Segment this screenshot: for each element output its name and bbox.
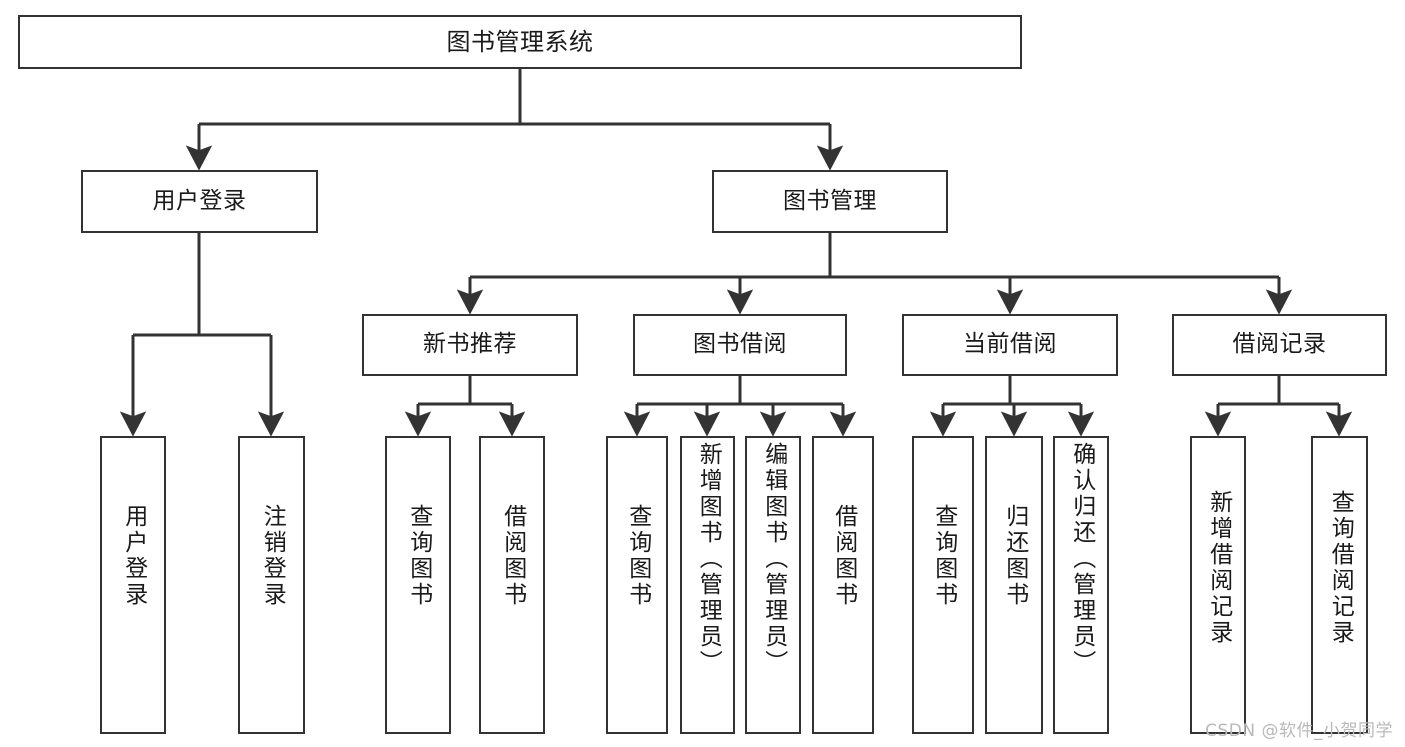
node-new-book-rec[interactable]: 新书推荐 — [362, 314, 578, 376]
node-root-label: 图书管理系统 — [446, 27, 594, 56]
node-leaf-rec-query-book-label: 查询图书 — [405, 504, 432, 608]
node-leaf-cb-return-book-label: 归还图书 — [1001, 504, 1028, 608]
node-new-book-rec-label: 新书推荐 — [423, 331, 517, 358]
node-leaf-rec-borrow-book-label: 借阅图书 — [499, 504, 526, 608]
node-leaf-br-query-record-label: 查询借阅记录 — [1327, 490, 1354, 646]
node-leaf-bb-edit-book[interactable]: 编辑图书（管理员） — [745, 436, 801, 734]
node-leaf-user-login-label: 用户登录 — [120, 504, 147, 608]
node-leaf-user-logout[interactable]: 注销登录 — [238, 436, 305, 734]
node-leaf-bb-query-book-label: 查询图书 — [624, 504, 651, 608]
node-leaf-br-query-record[interactable]: 查询借阅记录 — [1311, 436, 1368, 734]
node-leaf-br-add-record-label: 新增借阅记录 — [1205, 490, 1232, 646]
node-leaf-user-logout-label: 注销登录 — [259, 504, 286, 608]
node-current-borrow[interactable]: 当前借阅 — [902, 314, 1118, 376]
node-user-login-label: 用户登录 — [152, 187, 247, 214]
node-borrow-record[interactable]: 借阅记录 — [1172, 314, 1387, 376]
node-leaf-bb-add-book-label: 新增图书（管理员） — [695, 442, 722, 676]
node-leaf-bb-edit-book-label: 编辑图书（管理员） — [760, 442, 787, 676]
node-leaf-br-add-record[interactable]: 新增借阅记录 — [1190, 436, 1246, 734]
node-leaf-rec-query-book[interactable]: 查询图书 — [385, 436, 451, 734]
node-leaf-cb-confirm-return[interactable]: 确认归还（管理员） — [1053, 436, 1109, 734]
node-leaf-cb-return-book[interactable]: 归还图书 — [985, 436, 1043, 734]
node-leaf-rec-borrow-book[interactable]: 借阅图书 — [479, 436, 545, 734]
node-current-borrow-label: 当前借阅 — [963, 331, 1057, 358]
node-leaf-bb-add-book[interactable]: 新增图书（管理员） — [680, 436, 735, 734]
node-book-manage[interactable]: 图书管理 — [712, 170, 948, 233]
node-leaf-cb-query-book[interactable]: 查询图书 — [912, 436, 974, 734]
node-user-login[interactable]: 用户登录 — [81, 170, 318, 233]
node-leaf-bb-borrow-book[interactable]: 借阅图书 — [812, 436, 874, 734]
node-book-borrow[interactable]: 图书借阅 — [633, 314, 847, 376]
node-root[interactable]: 图书管理系统 — [18, 15, 1022, 69]
watermark: CSDN @软件_小贺同学 — [1205, 721, 1393, 741]
node-book-manage-label: 图书管理 — [783, 187, 877, 214]
node-leaf-bb-borrow-book-label: 借阅图书 — [830, 504, 857, 608]
node-leaf-user-login[interactable]: 用户登录 — [100, 436, 166, 734]
node-leaf-cb-query-book-label: 查询图书 — [930, 504, 957, 608]
node-book-borrow-label: 图书借阅 — [693, 331, 787, 358]
node-borrow-record-label: 借阅记录 — [1232, 331, 1327, 358]
node-leaf-cb-confirm-return-label: 确认归还（管理员） — [1068, 442, 1095, 676]
node-leaf-bb-query-book[interactable]: 查询图书 — [606, 436, 668, 734]
